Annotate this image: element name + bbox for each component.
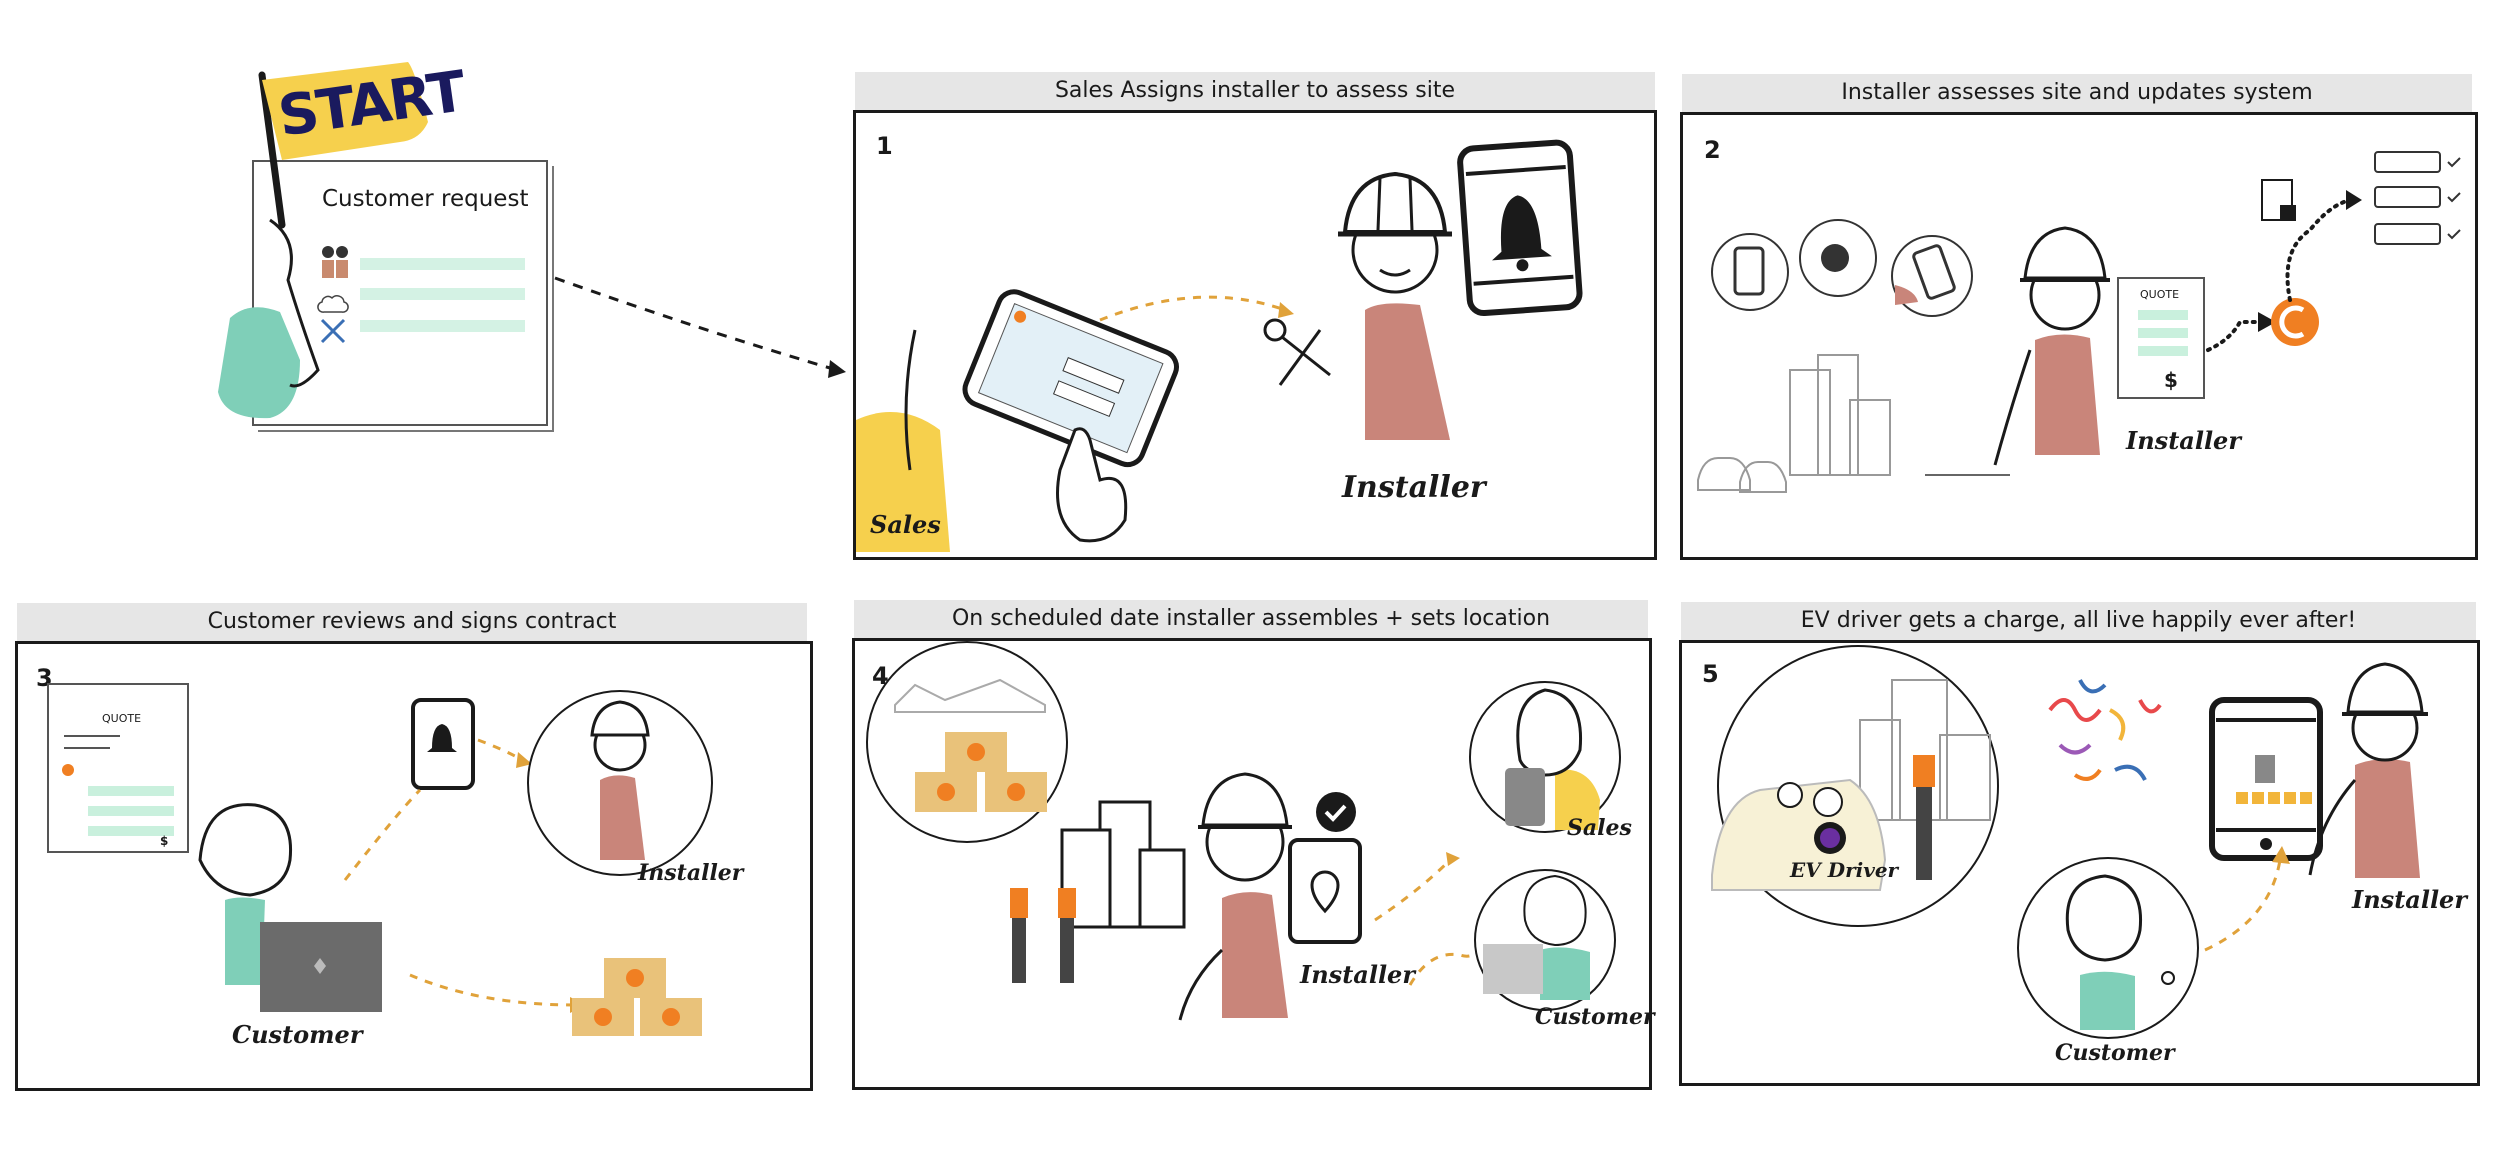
panel-5-role-ev-driver: EV Driver — [1790, 858, 1899, 882]
sales-figure — [856, 412, 950, 552]
people-icon — [322, 246, 348, 278]
panel-1-role-sales: Sales — [870, 510, 941, 539]
wrench-icon — [1263, 318, 1331, 386]
panel-1-number: 1 — [876, 132, 893, 160]
five-stars-icon — [2236, 792, 2312, 804]
panel-4-role-customer: Customer — [1535, 1004, 1655, 1030]
cloud-icon — [317, 295, 349, 313]
heart-bubble-icon — [1777, 782, 1803, 808]
hard-hat-icon — [590, 700, 650, 737]
phone-bell-icon — [1457, 139, 1583, 317]
hard-hat-icon — [2023, 226, 2107, 280]
hard-hat-icon — [1201, 772, 1289, 827]
hand — [1056, 427, 1128, 543]
building-icon — [1060, 800, 1186, 929]
checkmark-icon — [1316, 792, 1356, 832]
flag-pole — [258, 71, 286, 229]
charger-logo-icon — [2271, 298, 2319, 346]
charger-boxes-icon — [915, 732, 1047, 812]
thumbs-up-icon — [2255, 755, 2275, 783]
hard-hat-icon — [1342, 171, 1448, 234]
panel-2-role-installer: Installer — [2126, 426, 2241, 455]
panel-3-dollar: $ — [160, 834, 169, 848]
tablet-icon — [962, 289, 1179, 468]
charger-post-icon — [1010, 888, 1076, 983]
phone-location-icon — [1288, 838, 1362, 944]
panel-2-header: Installer assesses site and updates syst… — [1682, 74, 2472, 114]
flag — [262, 62, 428, 160]
teal-blob — [218, 307, 300, 419]
charger-boxes-icon — [572, 958, 702, 1036]
panel-2-quote-label: QUOTE — [2140, 288, 2180, 301]
panel-3-role-installer: Installer — [638, 860, 744, 886]
car-icon — [1697, 457, 1787, 493]
confetti-icon — [2048, 679, 2162, 781]
monitor-icon — [1483, 944, 1543, 994]
coffee-cup-icon — [2161, 971, 2175, 985]
request-lines — [360, 258, 525, 332]
phone-bell-icon — [1505, 768, 1545, 826]
panel-3-quote-label: QUOTE — [102, 712, 142, 725]
panel-5-role-customer: Customer — [2055, 1040, 2175, 1066]
panel-5-header: EV driver gets a charge, all live happil… — [1681, 602, 2476, 642]
phone-scan-icon — [1711, 233, 1789, 311]
panel-4-role-installer: Installer — [1300, 960, 1415, 989]
panel-4-role-sales: Sales — [1567, 815, 1632, 841]
panel-5-role-installer: Installer — [2352, 885, 2467, 914]
panel-5-number: 5 — [1702, 660, 1719, 688]
panel-4-header: On scheduled date installer assembles + … — [854, 600, 1648, 640]
start-arrow — [554, 276, 831, 370]
installer-body — [1365, 303, 1450, 440]
panel-3-role-customer: Customer — [232, 1020, 363, 1049]
building-icon — [1789, 354, 1891, 476]
document-search-icon — [2261, 179, 2296, 221]
tools-icon — [320, 318, 346, 344]
panel-1-role-installer: Installer — [1342, 470, 1486, 505]
panel-2-number: 2 — [1704, 136, 1721, 164]
customer-request-title: Customer request — [322, 186, 529, 212]
hard-hat-icon — [2346, 662, 2424, 714]
panel-4-number: 4 — [872, 662, 889, 690]
panel-2-dollar: $ — [2164, 368, 2178, 392]
checklist-icon — [2374, 151, 2461, 245]
